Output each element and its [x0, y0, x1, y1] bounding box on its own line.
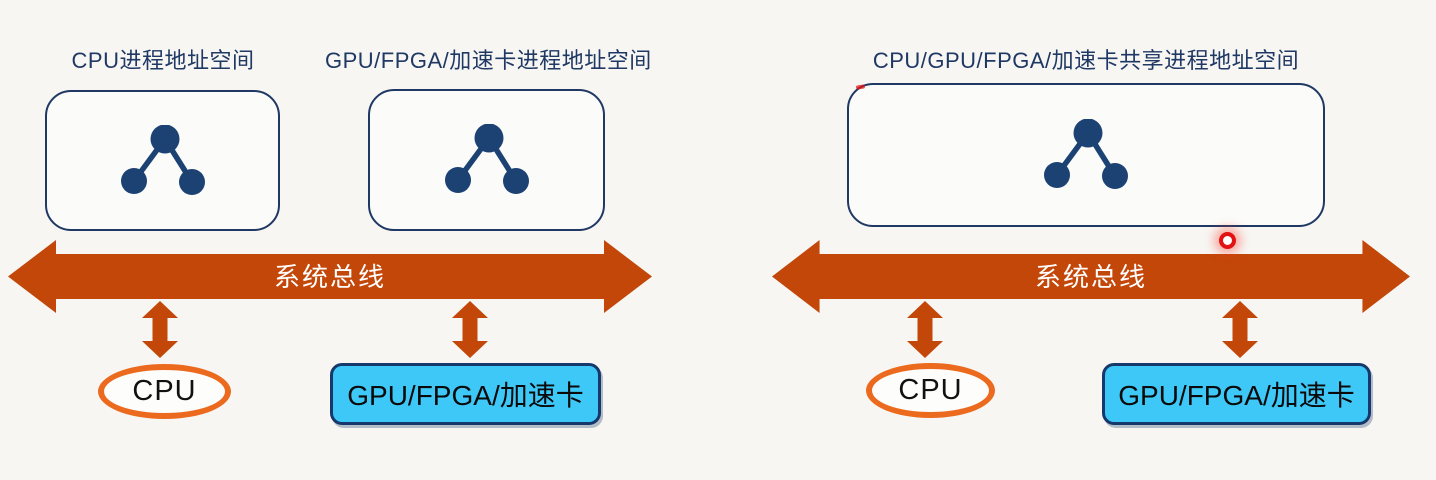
system-bus-label: 系统总线 [273, 262, 386, 292]
bidirectional-arrow-icon [452, 301, 488, 358]
shared-address-space-box [847, 83, 1325, 227]
process-tree-icon [1044, 119, 1128, 189]
cpu-node-label: CPU [132, 375, 197, 407]
cpu-address-space-box [45, 90, 280, 231]
accelerator-node-label: GPU/FPGA/加速卡 [347, 380, 584, 411]
process-tree-icon [120, 124, 205, 195]
cpu-node-label: CPU [898, 374, 963, 406]
bidirectional-arrow-icon [1222, 301, 1258, 358]
accelerator-node-label: GPU/FPGA/加速卡 [1118, 380, 1355, 411]
cpu-address-space-label: CPU进程地址空间 [71, 48, 255, 73]
system-bus-arrow [8, 240, 652, 313]
gpu-address-space-label: GPU/FPGA/加速卡进程地址空间 [325, 48, 652, 73]
system-bus-label: 系统总线 [1034, 262, 1147, 292]
laser-pointer-dot [1219, 232, 1236, 249]
bidirectional-arrow-icon [142, 301, 178, 358]
process-tree-icon [444, 124, 529, 194]
system-bus-arrow [772, 240, 1410, 313]
bidirectional-arrow-icon [907, 301, 943, 358]
gpu-address-space-box [368, 89, 605, 231]
cpu-node: CPU [98, 364, 231, 419]
shared-address-space-label: CPU/GPU/FPGA/加速卡共享进程地址空间 [872, 48, 1300, 73]
accelerator-node: GPU/FPGA/加速卡 [330, 363, 601, 425]
cpu-node: CPU [866, 363, 995, 418]
accelerator-node: GPU/FPGA/加速卡 [1102, 363, 1371, 425]
